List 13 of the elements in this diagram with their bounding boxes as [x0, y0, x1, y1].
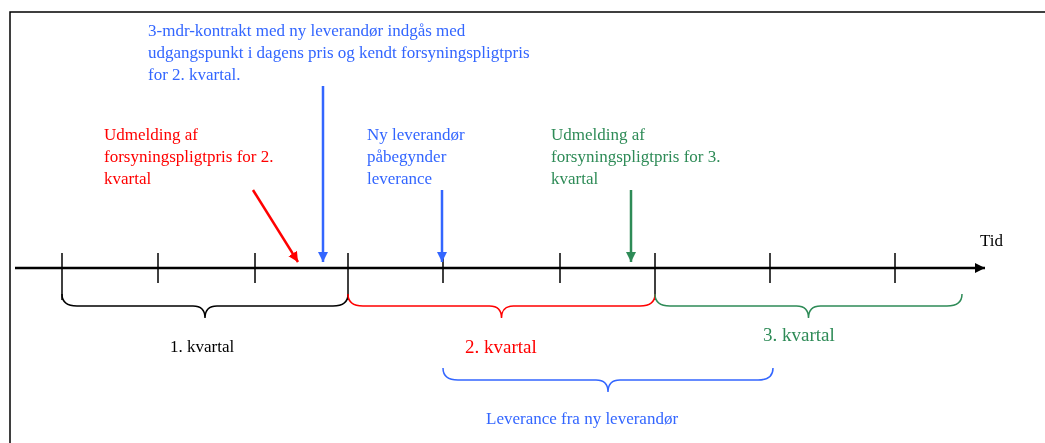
axis-label: Tid	[980, 230, 1003, 252]
annotation-text: Ny leverandør påbegynder leverance	[367, 124, 507, 190]
arrow	[626, 190, 636, 262]
annotation-text: Udmelding af forsyningspligtpris for 2. kvartal	[104, 124, 284, 190]
arrow	[318, 86, 328, 262]
period-label: 3. kvartal	[763, 324, 835, 346]
arrow	[437, 190, 447, 262]
period-label: 2. kvartal	[465, 336, 537, 358]
period-label: Leverance fra ny leverandør	[486, 408, 679, 430]
arrow	[251, 189, 300, 263]
period-label: 1. kvartal	[170, 336, 235, 358]
annotation-text: Udmelding af forsyningspligtpris for 3. kvartal	[551, 124, 731, 190]
annotation-text: 3-mdr-kontrakt med ny leverandør indgås med udgangspunkt i dagens pris og kendt forsyningspligtpris for 2. kvartal.	[148, 20, 543, 86]
